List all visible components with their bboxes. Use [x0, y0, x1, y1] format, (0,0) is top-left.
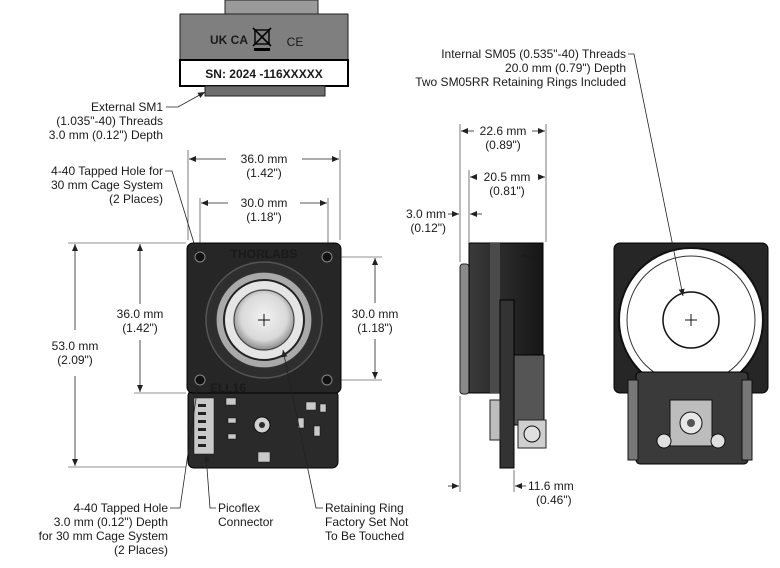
dim-width-outer: 36.0 mm (1.42")	[187, 150, 341, 240]
cage-hole-bottom-right	[321, 374, 333, 386]
svg-text:53.0 mm: 53.0 mm	[52, 339, 99, 353]
top-connector-tab	[224, 0, 319, 15]
svg-text:36.0 mm: 36.0 mm	[117, 307, 164, 321]
svg-text:3.0 mm: 3.0 mm	[406, 207, 446, 221]
svg-text:(2 Places): (2 Places)	[114, 543, 168, 557]
rear-roller-right	[710, 433, 726, 449]
dim-height-total: 53.0 mm (2.09")	[52, 242, 186, 468]
rear-view	[613, 242, 769, 465]
smd-component	[319, 403, 327, 413]
front-view: THORLABS ELL16	[186, 242, 342, 469]
model-label: ELL16	[210, 381, 246, 395]
svg-text:30 mm Cage System: 30 mm Cage System	[51, 178, 163, 192]
side-component	[489, 399, 501, 441]
side-pcb	[499, 299, 515, 469]
svg-text:(0.81"): (0.81")	[489, 184, 525, 198]
label-cage-hole-top: 4-40 Tapped Hole for 30 mm Cage System (…	[51, 164, 198, 254]
svg-text:To Be Touched: To Be Touched	[325, 529, 404, 543]
ukca-mark: UK CA	[210, 33, 248, 47]
sm1-thread-collar	[204, 85, 326, 97]
dim-side-body: 20.5 mm (0.81")	[468, 170, 545, 242]
serial-label-plate	[179, 59, 349, 87]
svg-text:(0.46"): (0.46")	[536, 493, 572, 507]
label-retaining-ring: Retaining Ring Factory Set Not To Be Tou…	[281, 349, 409, 543]
smd-component	[313, 425, 321, 437]
rear-bracket-right	[741, 379, 753, 461]
svg-text:(0.89"): (0.89")	[485, 138, 521, 152]
svg-text:Picoflex: Picoflex	[218, 501, 260, 515]
side-housing-edge	[490, 243, 500, 393]
weee-icon	[252, 27, 272, 51]
pcb-mount-hole-center	[259, 422, 265, 428]
svg-text:30.0 mm: 30.0 mm	[241, 196, 288, 210]
cage-hole-top-right	[321, 251, 333, 263]
svg-text:(1.18"): (1.18")	[246, 210, 282, 224]
top-view: UK CA CE SN: 2024 -116XXXXX	[179, 0, 349, 97]
label-external-sm1: External SM1 (1.035"-40) Threads 3.0 mm …	[49, 91, 206, 142]
dim-side-total: 22.6 mm (0.89")	[459, 124, 547, 262]
svg-text:(2.09"): (2.09")	[57, 353, 93, 367]
top-view-body	[179, 13, 349, 61]
svg-text:(1.42"): (1.42")	[246, 166, 282, 180]
svg-text:(0.12"): (0.12")	[410, 221, 446, 235]
side-motor-gear	[523, 425, 541, 443]
svg-text:(1.42"): (1.42")	[122, 321, 158, 335]
rear-motor-shaft-core	[687, 419, 695, 427]
rear-roller-left	[656, 433, 672, 449]
dim-height-inner: 30.0 mm (1.18")	[333, 256, 399, 381]
brand-logo: THORLABS	[231, 247, 298, 261]
svg-text:Retaining Ring: Retaining Ring	[325, 501, 404, 515]
cage-hole-bottom-left	[194, 374, 206, 386]
label-picoflex: Picoflex Connector	[203, 454, 273, 529]
svg-text:(1.035"-40) Threads: (1.035"-40) Threads	[56, 114, 163, 128]
svg-text:(1.18"): (1.18")	[357, 321, 393, 335]
smd-component	[305, 401, 317, 411]
svg-text:30.0 mm: 30.0 mm	[352, 307, 399, 321]
label-internal-sm05: Internal SM05 (0.535"-40) Threads 20.0 m…	[415, 47, 685, 297]
svg-text:Factory Set Not: Factory Set Not	[325, 515, 409, 529]
side-front-lip	[459, 263, 470, 395]
side-motor-block	[513, 354, 545, 426]
serial-number: SN: 2024 -116XXXXX	[205, 67, 322, 81]
smd-component	[227, 433, 237, 440]
side-logo-glyph: 〜	[521, 250, 533, 264]
smd-component	[225, 397, 237, 406]
svg-text:4-40 Tapped Hole: 4-40 Tapped Hole	[73, 501, 168, 515]
smd-component	[227, 417, 237, 424]
connector-pins	[198, 404, 206, 447]
ce-mark: CE	[287, 35, 304, 49]
dim-side-lip: 3.0 mm (0.12")	[406, 207, 482, 235]
svg-text:Internal SM05 (0.535"-40) Thre: Internal SM05 (0.535"-40) Threads	[441, 47, 626, 61]
svg-text:11.6 mm: 11.6 mm	[528, 479, 574, 493]
svg-text:Two SM05RR Retaining Rings Inc: Two SM05RR Retaining Rings Included	[415, 75, 626, 89]
svg-text:20.5 mm: 20.5 mm	[484, 170, 531, 184]
svg-text:for 30 mm Cage System: for 30 mm Cage System	[39, 529, 168, 543]
svg-text:4-40 Tapped Hole for: 4-40 Tapped Hole for	[51, 164, 163, 178]
svg-text:36.0 mm: 36.0 mm	[241, 152, 288, 166]
cage-hole-top-left	[194, 251, 206, 263]
dim-height-outer: 36.0 mm (1.42")	[117, 244, 186, 394]
dim-width-inner: 30.0 mm (1.18")	[199, 196, 329, 250]
svg-text:22.6 mm: 22.6 mm	[480, 124, 527, 138]
smd-component	[257, 451, 271, 463]
side-view: 〜	[459, 242, 547, 469]
label-cage-hole-bottom: 4-40 Tapped Hole 3.0 mm (0.12") Depth fo…	[39, 384, 200, 557]
dim-side-pcb: 11.6 mm (0.46")	[448, 396, 574, 507]
svg-text:3.0 mm (0.12") Depth: 3.0 mm (0.12") Depth	[54, 515, 168, 529]
svg-text:Connector: Connector	[218, 515, 273, 529]
rear-bracket-left	[627, 379, 639, 461]
svg-text:(2 Places): (2 Places)	[109, 192, 163, 206]
svg-text:External SM1: External SM1	[91, 100, 163, 114]
svg-text:20.0 mm (0.79") Depth: 20.0 mm (0.79") Depth	[505, 61, 626, 75]
svg-text:3.0 mm (0.12") Depth: 3.0 mm (0.12") Depth	[49, 128, 163, 142]
